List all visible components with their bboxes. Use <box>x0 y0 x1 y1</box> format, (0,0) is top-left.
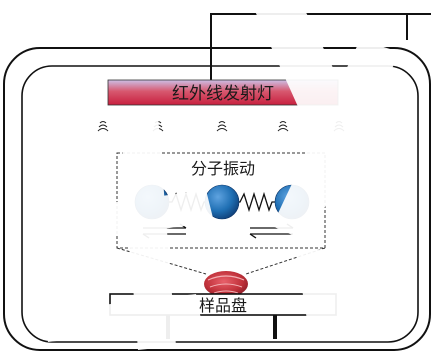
tray-label: 样品盘 <box>199 296 247 315</box>
radiation-wave-icon <box>216 121 228 132</box>
svg-text:玩转: 玩转 <box>0 0 2 1</box>
radiation-wave-icon <box>97 121 109 132</box>
vibration-label: 分子振动 <box>191 159 255 178</box>
radiation-wave-icon <box>277 121 289 132</box>
watermark: 玩转 <box>0 0 400 350</box>
power-cable <box>210 13 431 80</box>
tray-leg <box>273 315 277 339</box>
bond-spring <box>236 191 276 213</box>
outer-frame <box>3 47 431 351</box>
inner-chamber <box>21 65 419 343</box>
lamp-label: 红外线发射灯 <box>172 84 274 104</box>
meat-sample <box>204 271 248 297</box>
zoom-line-right <box>245 247 326 275</box>
